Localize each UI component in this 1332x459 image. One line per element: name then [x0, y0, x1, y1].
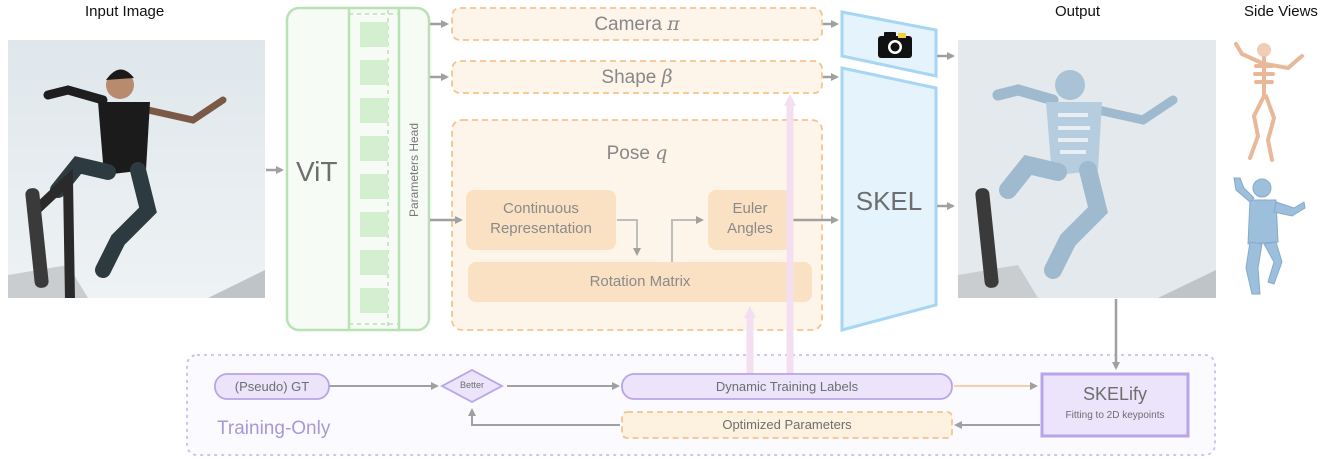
pose-symbol: q — [655, 142, 668, 164]
shape-text: Shape — [601, 67, 657, 88]
token — [360, 212, 388, 237]
training-only-region — [186, 354, 1216, 456]
vit-label: ViT — [296, 156, 338, 187]
continuous-line1: Continuous — [503, 200, 579, 217]
skelify-sub-label: Fitting to 2D keypoints — [1065, 410, 1165, 421]
skel-trapezoid — [840, 66, 938, 332]
camera-head-label: Camera π — [452, 8, 822, 40]
continuous-line2: Representation — [490, 220, 592, 237]
shape-head-label: Shape β — [452, 61, 822, 93]
token — [360, 60, 388, 85]
skel-label: SKEL — [855, 186, 923, 216]
skeleton-side-view — [1228, 36, 1308, 164]
euler-line1: Euler — [732, 200, 768, 217]
pose-head-label: Pose q — [452, 142, 822, 165]
skater-output-photo — [958, 40, 1216, 298]
optimized-parameters-label: Optimized Parameters — [722, 417, 852, 432]
camera-head-box — [451, 7, 823, 41]
vit-block — [285, 6, 431, 332]
token — [360, 22, 388, 47]
output-label: Output — [1055, 3, 1101, 20]
skater-photo — [8, 40, 265, 298]
euler-angles-label: Euler Angles — [708, 199, 792, 239]
rotation-matrix-block — [468, 262, 812, 302]
parameters-head-label: Parameters Head — [407, 122, 421, 218]
optimized-parameters-box — [621, 411, 953, 439]
rotation-matrix-label: Rotation Matrix — [589, 273, 691, 290]
training-only-label: Training-Only — [217, 418, 331, 439]
better-diamond — [440, 368, 504, 404]
token — [360, 288, 388, 313]
token — [360, 136, 388, 161]
skater-output-art — [958, 40, 1216, 298]
camera-text: Camera — [594, 14, 662, 35]
input-image-label: Input Image — [85, 3, 165, 20]
skelify-label: SKELify — [1082, 384, 1148, 404]
dynamic-training-labels-label: Dynamic Training Labels — [715, 379, 859, 394]
shape-symbol: β — [661, 66, 673, 88]
pseudo-gt-label: (Pseudo) GT — [234, 379, 310, 394]
camera-icon — [878, 32, 912, 58]
token — [360, 174, 388, 199]
dynamic-training-labels-pill — [621, 373, 953, 400]
body-mesh-side-view — [1228, 172, 1308, 300]
token — [360, 98, 388, 123]
continuous-representation-label: Continuous Representation — [466, 199, 616, 239]
better-label: Better — [459, 380, 484, 390]
skater-photo-art — [8, 40, 265, 298]
pseudo-gt-pill — [214, 373, 330, 400]
pose-text: Pose — [606, 143, 650, 164]
shape-head-box — [451, 60, 823, 94]
camera-symbol: π — [667, 13, 680, 35]
continuous-representation-block — [466, 190, 616, 250]
skelify-box — [1040, 372, 1190, 438]
side-views-label: Side Views — [1244, 3, 1318, 20]
token — [360, 250, 388, 275]
euler-line2: Angles — [727, 220, 773, 237]
euler-angles-block — [708, 190, 792, 250]
